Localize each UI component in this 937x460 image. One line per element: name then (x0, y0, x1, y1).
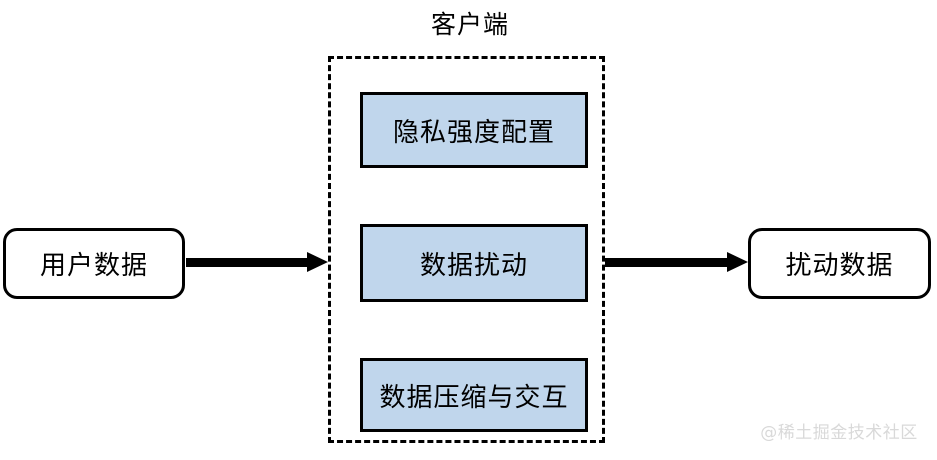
process-box-label: 数据扰动 (419, 250, 528, 281)
process-box-data-perturbation: 数据扰动 (360, 224, 588, 302)
arrow-head-icon (727, 252, 748, 272)
arrow-input-to-client (186, 252, 328, 272)
client-container-title: 客户端 (430, 10, 509, 39)
terminal-box-user-data: 用户数据 (3, 228, 185, 299)
process-box-privacy-config: 隐私强度配置 (360, 92, 588, 168)
arrow-head-icon (307, 252, 328, 272)
arrow-shaft (186, 258, 307, 267)
process-box-data-compression: 数据压缩与交互 (360, 358, 588, 432)
arrow-shaft (605, 258, 727, 267)
process-box-label: 隐私强度配置 (392, 117, 555, 148)
terminal-box-perturbed-data: 扰动数据 (748, 228, 931, 299)
watermark: @稀土掘金技术社区 (760, 423, 918, 443)
client-container-boundary (328, 56, 605, 443)
terminal-box-label: 用户数据 (39, 251, 148, 281)
arrow-client-to-output (605, 252, 748, 272)
terminal-box-label: 扰动数据 (785, 251, 894, 281)
process-box-label: 数据压缩与交互 (379, 382, 569, 413)
